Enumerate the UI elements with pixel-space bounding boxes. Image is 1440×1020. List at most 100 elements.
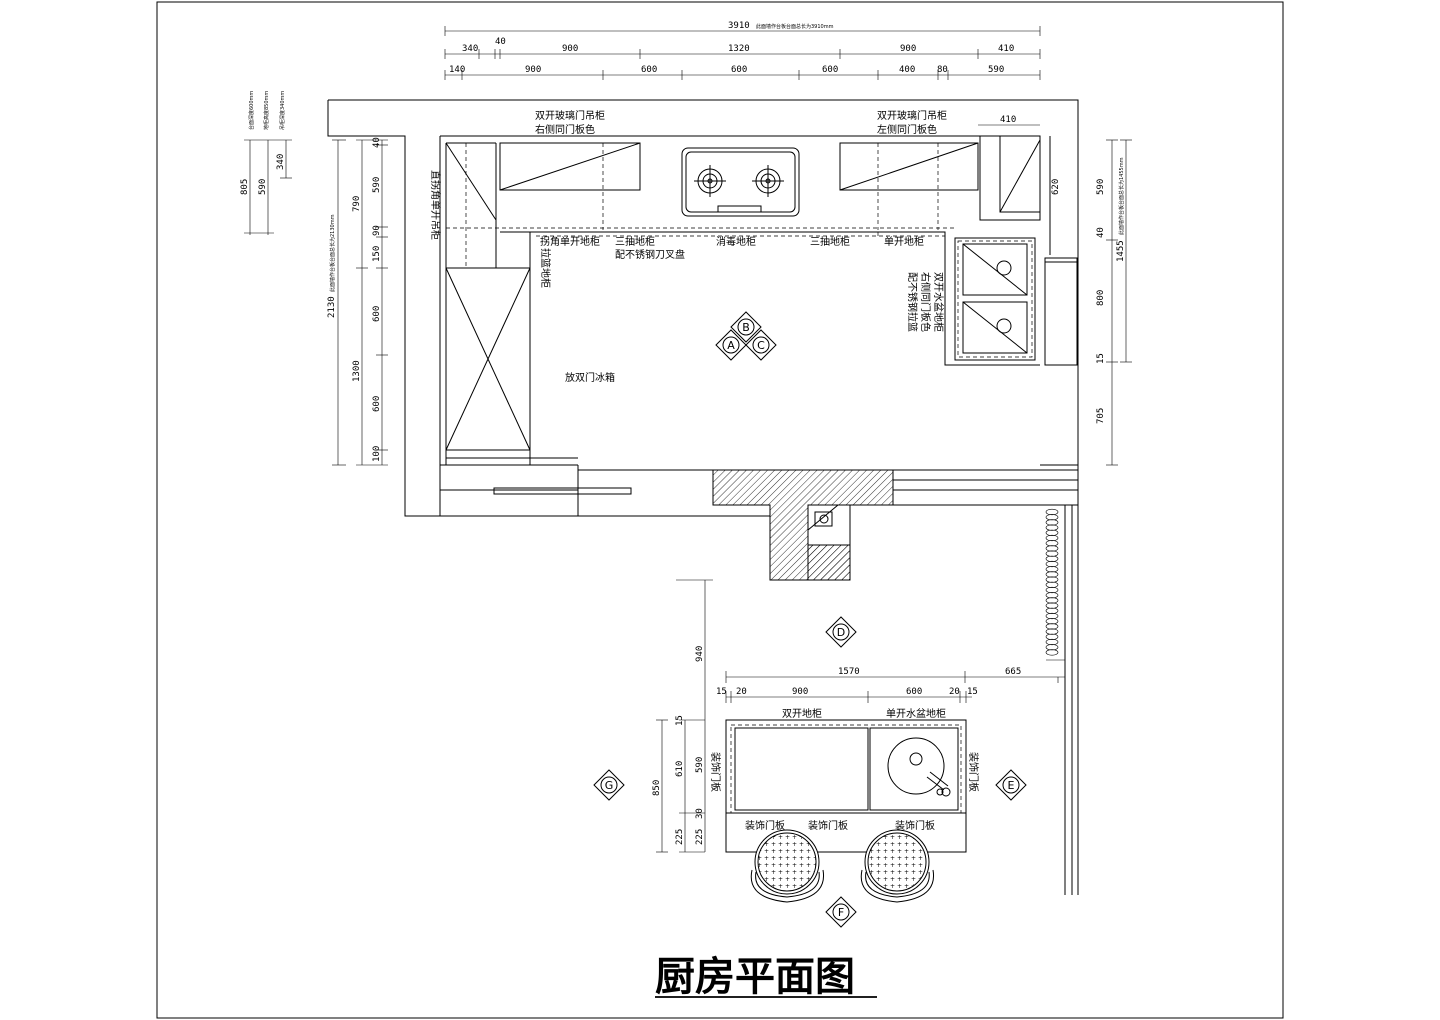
svg-text:A: A: [727, 339, 735, 352]
upper-cabinet-right: 双开玻璃门吊柜 左侧同门板色 410: [839, 109, 1040, 230]
pull-basket-label: 拉篮地柜: [539, 248, 552, 288]
island-deco-bottom-3: 装饰门板: [895, 819, 935, 832]
structural-column: [712, 469, 894, 581]
sink-cab-label-3: 配不锈钢拉篮: [906, 272, 919, 332]
double-sink: [954, 237, 1078, 366]
island-row-20b: 20: [949, 687, 960, 697]
left-dim-40: 40: [372, 137, 382, 148]
dim-row1-0: 340: [462, 44, 478, 54]
dim-row1-4: 900: [900, 44, 916, 54]
note-line-2: 地柜高度850mm: [263, 91, 270, 130]
view-marker-g: G: [593, 769, 625, 801]
sink-cab-label-1: 双开水盆地柜: [932, 272, 945, 332]
upper-cabinet-left: 双开玻璃门吊柜 右侧同门板色: [499, 109, 641, 230]
drawing-frame: [156, 1, 1284, 1019]
island-row-20a: 20: [736, 687, 747, 697]
island-dimensions: 940 1570 665 15 20 900 600 20 15 850 225…: [652, 579, 1065, 853]
left-dim-590b: 590: [372, 177, 382, 193]
upper-right-dim-410: 410: [1000, 115, 1016, 125]
left-note-block: 台面深度600mm 地柜高度850mm 吊柜深度340mm 805 590 34…: [240, 91, 292, 235]
island-left-15: 15: [675, 715, 685, 726]
right-dim-40: 40: [1096, 227, 1106, 238]
island-dim-940: 940: [695, 646, 705, 662]
svg-text:B: B: [742, 321, 750, 334]
disinfect-cabinet-label: 消毒地柜: [716, 235, 756, 248]
right-dim-620: 620: [1051, 179, 1061, 195]
dim-row1-5: 410: [998, 44, 1014, 54]
left-dim-805: 805: [240, 179, 250, 195]
view-marker-b: B: [730, 311, 762, 343]
island-left-610: 610: [675, 761, 685, 777]
dim-row2-5: 400: [899, 65, 915, 75]
island-dim-1570: 1570: [838, 667, 860, 677]
right-lower-wall: [850, 504, 1079, 895]
island-deco-right: 装饰门板: [967, 752, 980, 792]
svg-text:D: D: [837, 626, 845, 639]
left-side-dimensions: 2130 此面墙作台板台面总长为2130mm 40 790 90 150 600…: [327, 137, 388, 466]
three-drawer-right-label: 三抽地柜: [810, 235, 850, 248]
dim-row1-3: 1320: [728, 44, 750, 54]
kitchen-island: 双开地柜 单开水盆地柜 装饰门板 装饰门板 装饰门板 装饰门板 装饰门板: [709, 707, 980, 853]
island-row-600: 600: [906, 687, 922, 697]
left-dim-600-a: 600: [372, 306, 382, 322]
right-dim-800: 800: [1096, 290, 1106, 306]
island-sink-cab-label: 单开水盆地柜: [886, 707, 946, 720]
dim-row2-6: 80: [937, 65, 948, 75]
upper-right-label-1: 双开玻璃门吊柜: [877, 109, 947, 122]
svg-text:E: E: [1008, 779, 1015, 792]
right-dim-590: 590: [1096, 179, 1106, 195]
island-deco-bottom-1: 装饰门板: [745, 819, 785, 832]
corner-cabinet-label: 拐角单开地柜: [540, 235, 600, 248]
right-dim-1455: 1455: [1116, 240, 1126, 262]
top-dimension-block: 3910 此面墙作台板台面总长为3910mm 340 40 900 1320 9…: [444, 21, 1041, 80]
left-dim-2130: 2130: [327, 296, 337, 318]
gas-stove: [681, 147, 800, 217]
dim-row2-1: 900: [525, 65, 541, 75]
note-line-1: 台面深度600mm: [248, 91, 255, 130]
left-dim-90: 90: [372, 225, 382, 236]
dim-row2-7: 590: [988, 65, 1004, 75]
view-marker-a: A: [715, 329, 747, 361]
island-left-225b: 225: [695, 829, 705, 845]
view-marker-f: F: [825, 896, 857, 928]
island-left-30: 30: [695, 808, 705, 819]
sink-cab-label-2: 右侧同门板色: [919, 272, 932, 332]
dim-row2-2: 600: [641, 65, 657, 75]
view-marker-c: C: [745, 329, 777, 361]
svg-text:C: C: [757, 339, 765, 352]
upper-left-label-2: 右侧同门板色: [535, 123, 595, 136]
island-double-cab-label: 双开地柜: [782, 707, 822, 720]
island-row-15a: 15: [716, 687, 727, 697]
left-dim-1300: 1300: [352, 360, 362, 382]
dim-overall-note: 此面墙作台板台面总长为3910mm: [756, 23, 834, 30]
svg-text:G: G: [605, 779, 614, 792]
left-dim-340: 340: [276, 154, 286, 170]
right-dim-15: 15: [1096, 353, 1106, 364]
upper-right-label-2: 左侧同门板色: [877, 123, 937, 136]
island-row-900: 900: [792, 687, 808, 697]
island-left-850: 850: [652, 780, 662, 796]
left-dim-590: 590: [258, 179, 268, 195]
corner-upper-cabinet: 620 590: [979, 135, 1106, 221]
dim-row2-3: 600: [731, 65, 747, 75]
island-left-225a: 225: [675, 829, 685, 845]
left-dim-600-b: 600: [372, 396, 382, 412]
right-dim-1455-note: 此面墙作台板台面总长为1455mm: [1118, 157, 1125, 235]
left-dim-790: 790: [352, 196, 362, 212]
left-dim-150: 150: [372, 246, 382, 262]
island-deco-bottom-2: 装饰门板: [808, 819, 848, 832]
dim-row2-4: 600: [822, 65, 838, 75]
island-left-590: 590: [695, 757, 705, 773]
island-deco-left: 装饰门板: [709, 752, 722, 792]
dim-row2-0: 140: [449, 65, 465, 75]
island-dim-665: 665: [1005, 667, 1021, 677]
right-dim-705: 705: [1096, 408, 1106, 424]
svg-text:F: F: [838, 906, 844, 919]
view-marker-d: D: [825, 616, 857, 648]
upper-left-label-1: 双开玻璃门吊柜: [535, 109, 605, 122]
right-side-dimensions: 40 800 15 705 1455 此面墙作台板台面总长为1455mm: [1096, 139, 1132, 466]
three-drawer-left-label: 三抽地柜: [615, 235, 655, 248]
single-door-label: 单开地柜: [884, 235, 924, 248]
bar-stool-right: [860, 829, 935, 903]
